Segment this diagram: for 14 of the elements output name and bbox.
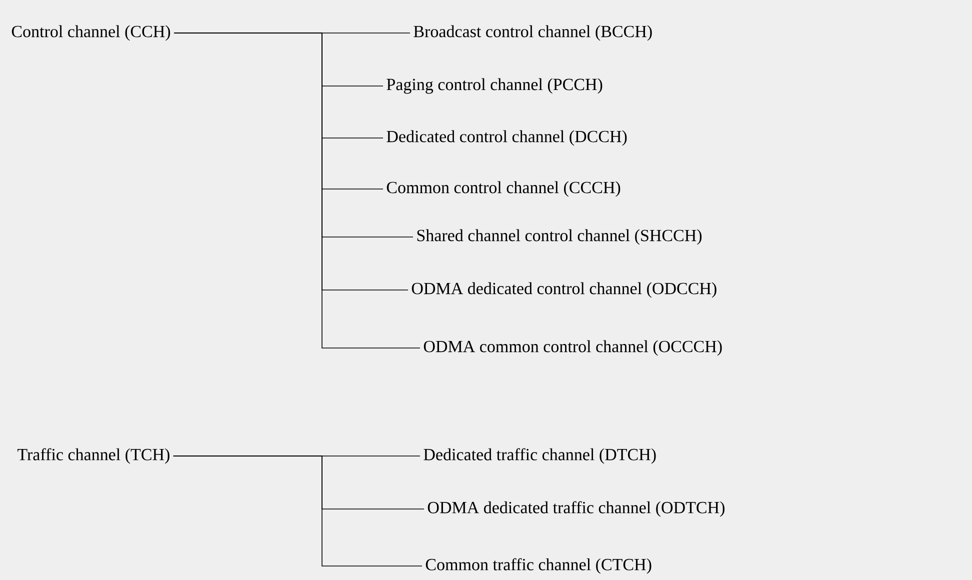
channel-label: Broadcast control channel (BCCH) <box>414 25 652 41</box>
channel-label: Traffic channel (TCH) <box>18 448 170 464</box>
tree-connector <box>174 32 420 348</box>
channel-label: ODMA dedicated traffic channel (ODTCH) <box>428 501 724 517</box>
channel-label: ODMA common control channel (OCCCH) <box>424 340 722 356</box>
channel-label: ODMA dedicated control channel (ODCCH) <box>412 282 716 298</box>
tree-connector <box>172 456 422 566</box>
channel-label: Dedicated control channel (DCCH) <box>386 130 627 146</box>
channel-label: Common control channel (CCCH) <box>386 181 620 197</box>
channel-label: Common traffic channel (CTCH) <box>426 558 652 574</box>
channel-label: Shared channel control channel (SHCCH) <box>417 229 702 245</box>
channel-label: Paging control channel (PCCH) <box>386 78 602 94</box>
channel-label: Dedicated traffic channel (DTCH) <box>424 448 656 464</box>
channel-label: Control channel (CCH) <box>12 25 170 41</box>
